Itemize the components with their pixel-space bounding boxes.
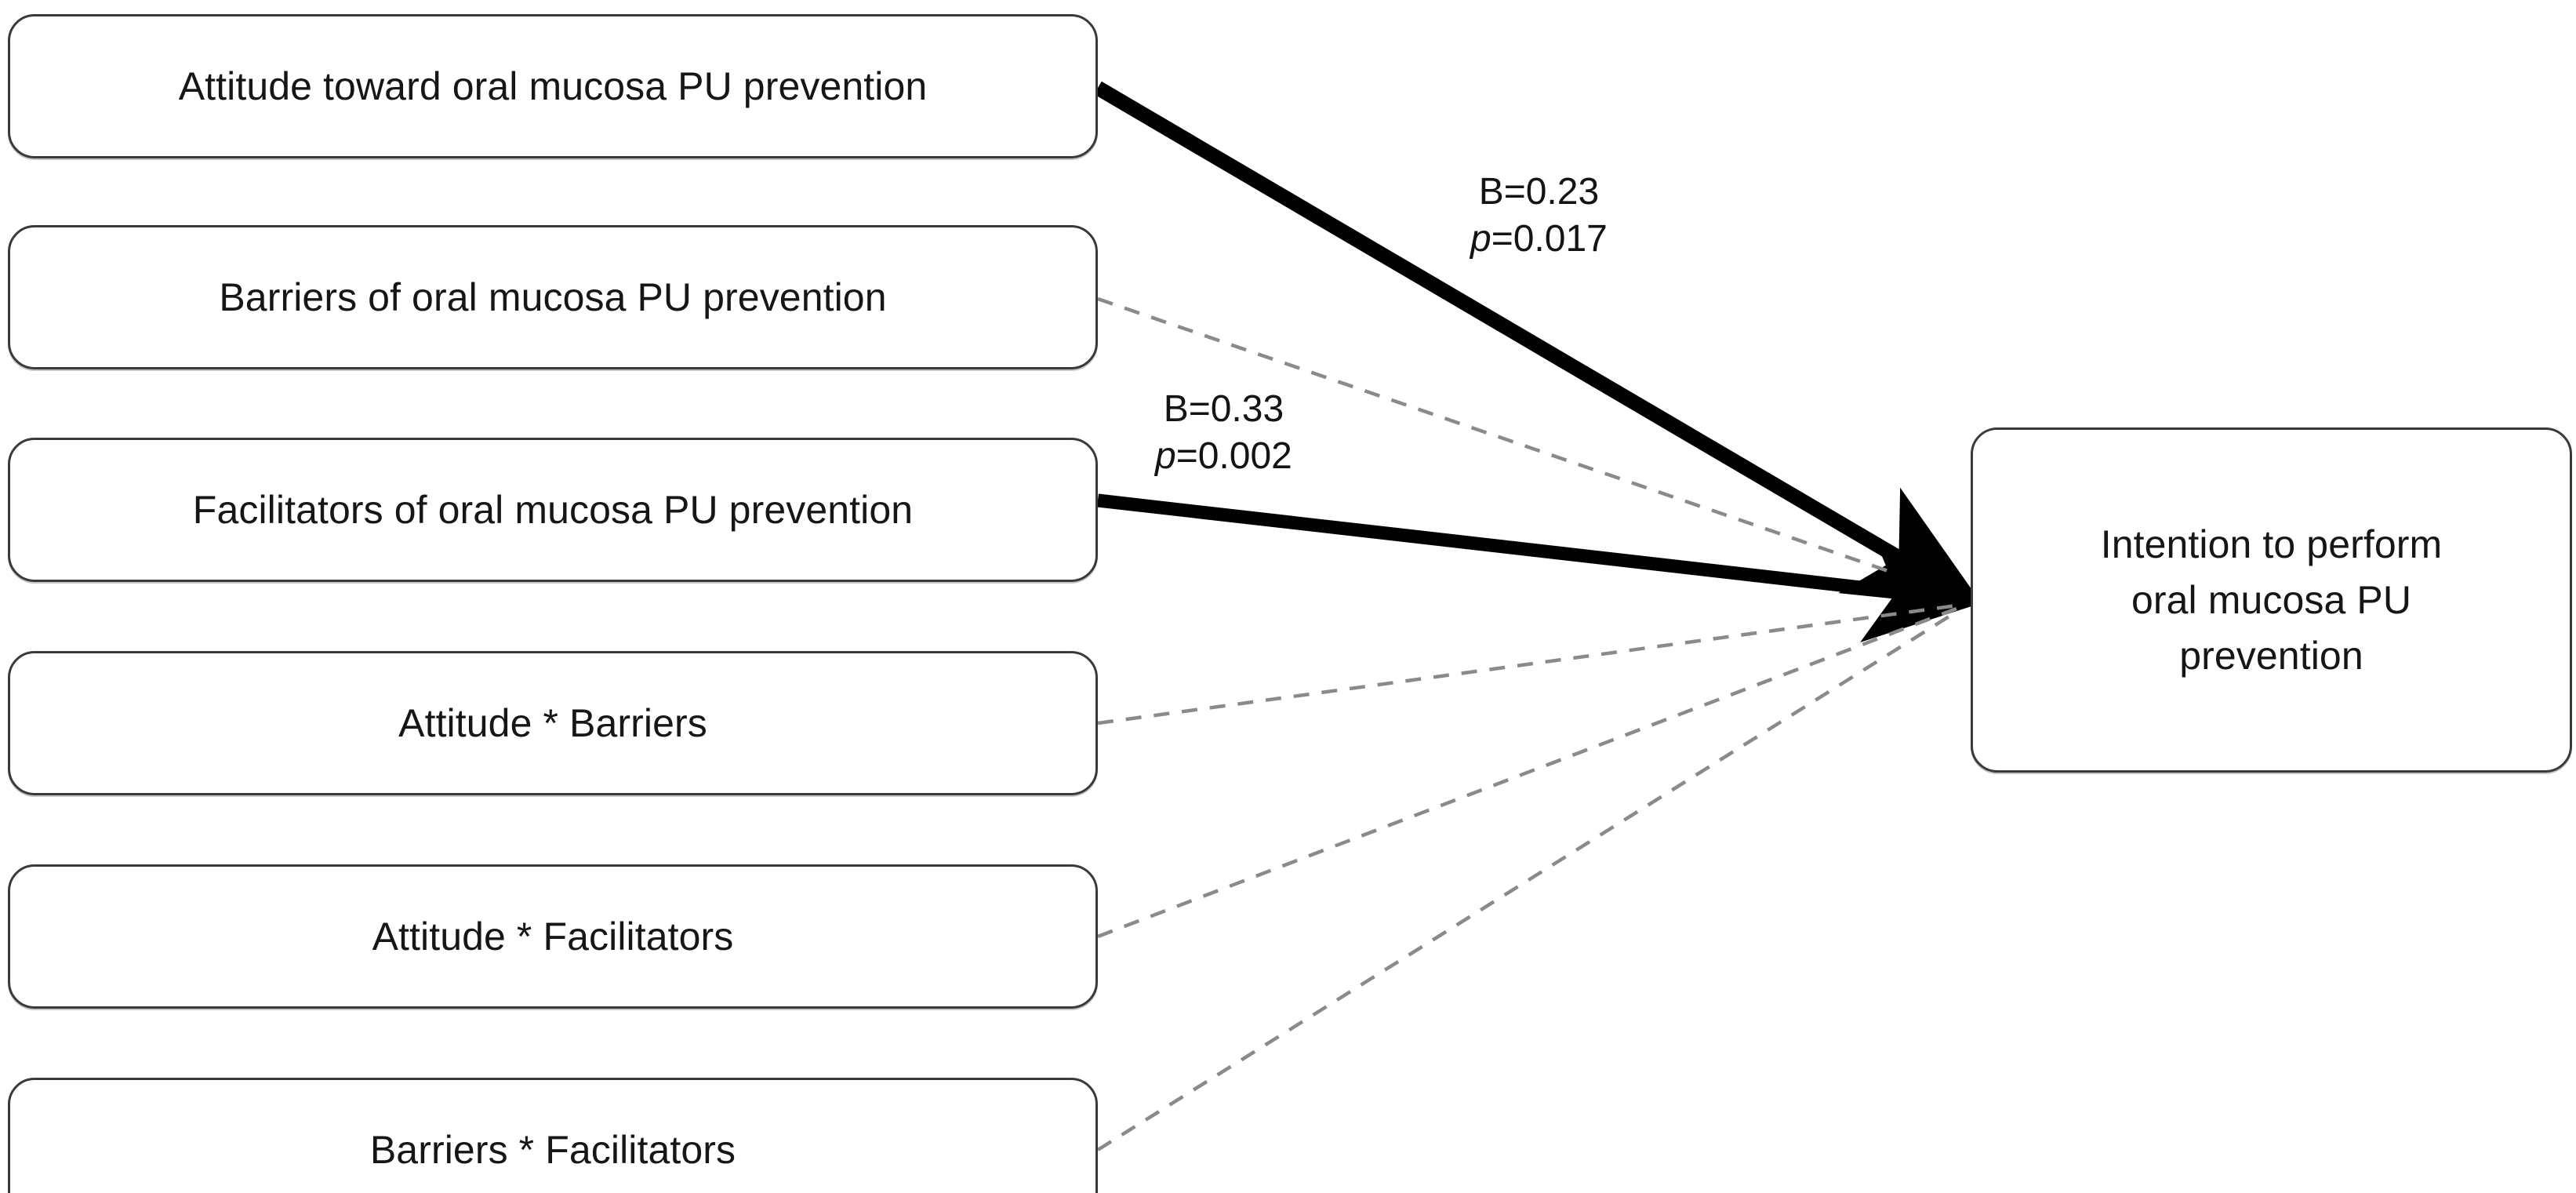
node-attitude[interactable]: Attitude toward oral mucosa PU preventio… — [8, 14, 1098, 158]
node-barriers-x-facilitators-label: Barriers * Facilitators — [369, 1127, 736, 1172]
edge-attitude-x-facilitators-to-intention — [1097, 606, 1957, 939]
node-facilitators-label: Facilitators of oral mucosa PU preventio… — [192, 487, 914, 532]
node-intention-line-3: prevention — [2179, 633, 2363, 678]
node-attitude-x-barriers-label: Attitude * Barriers — [398, 700, 707, 745]
node-barriers-x-facilitators[interactable]: Barriers * Facilitators — [8, 1078, 1098, 1193]
edge-label-attitude-p-prefix: p — [1470, 218, 1491, 260]
edge-attitude-x-barriers-to-intention — [1097, 603, 1957, 726]
node-attitude-x-facilitators[interactable]: Attitude * Facilitators — [8, 864, 1098, 1009]
edge-label-facilitators-p-prefix: p — [1155, 435, 1176, 477]
node-intention-line-2: oral mucosa PU — [2131, 577, 2412, 622]
node-barriers[interactable]: Barriers of oral mucosa PU prevention — [8, 225, 1098, 369]
node-attitude-label: Attitude toward oral mucosa PU preventio… — [178, 64, 928, 108]
edge-label-attitude-pvalue: p=0.017 — [1470, 216, 1608, 263]
edge-label-facilitators-p-value: =0.002 — [1175, 435, 1292, 477]
node-facilitators[interactable]: Facilitators of oral mucosa PU preventio… — [8, 438, 1098, 582]
edge-facilitators-to-intention — [1097, 493, 1986, 642]
node-intention-label: Intention to perform oral mucosa PU prev… — [2080, 517, 2463, 684]
edge-label-facilitators-coefficient: B=0.33 — [1163, 388, 1284, 430]
node-attitude-x-barriers[interactable]: Attitude * Barriers — [8, 651, 1098, 795]
node-barriers-label: Barriers of oral mucosa PU prevention — [219, 275, 887, 319]
edge-label-attitude-p-value: =0.017 — [1491, 218, 1608, 260]
node-intention[interactable]: Intention to perform oral mucosa PU prev… — [1971, 427, 2572, 773]
edge-barriers-x-facilitators-to-intention — [1096, 610, 1958, 1151]
edge-label-attitude-path: B=0.23 p=0.017 — [1470, 169, 1608, 263]
edge-label-facilitators-path: B=0.33 p=0.002 — [1155, 386, 1292, 480]
node-intention-line-1: Intention to perform — [2100, 522, 2443, 566]
edge-label-attitude-coefficient: B=0.23 — [1478, 171, 1600, 213]
edge-label-facilitators-pvalue: p=0.002 — [1155, 433, 1292, 480]
edge-attitude-to-intention — [1094, 81, 1986, 609]
node-attitude-x-facilitators-label: Attitude * Facilitators — [372, 914, 734, 958]
